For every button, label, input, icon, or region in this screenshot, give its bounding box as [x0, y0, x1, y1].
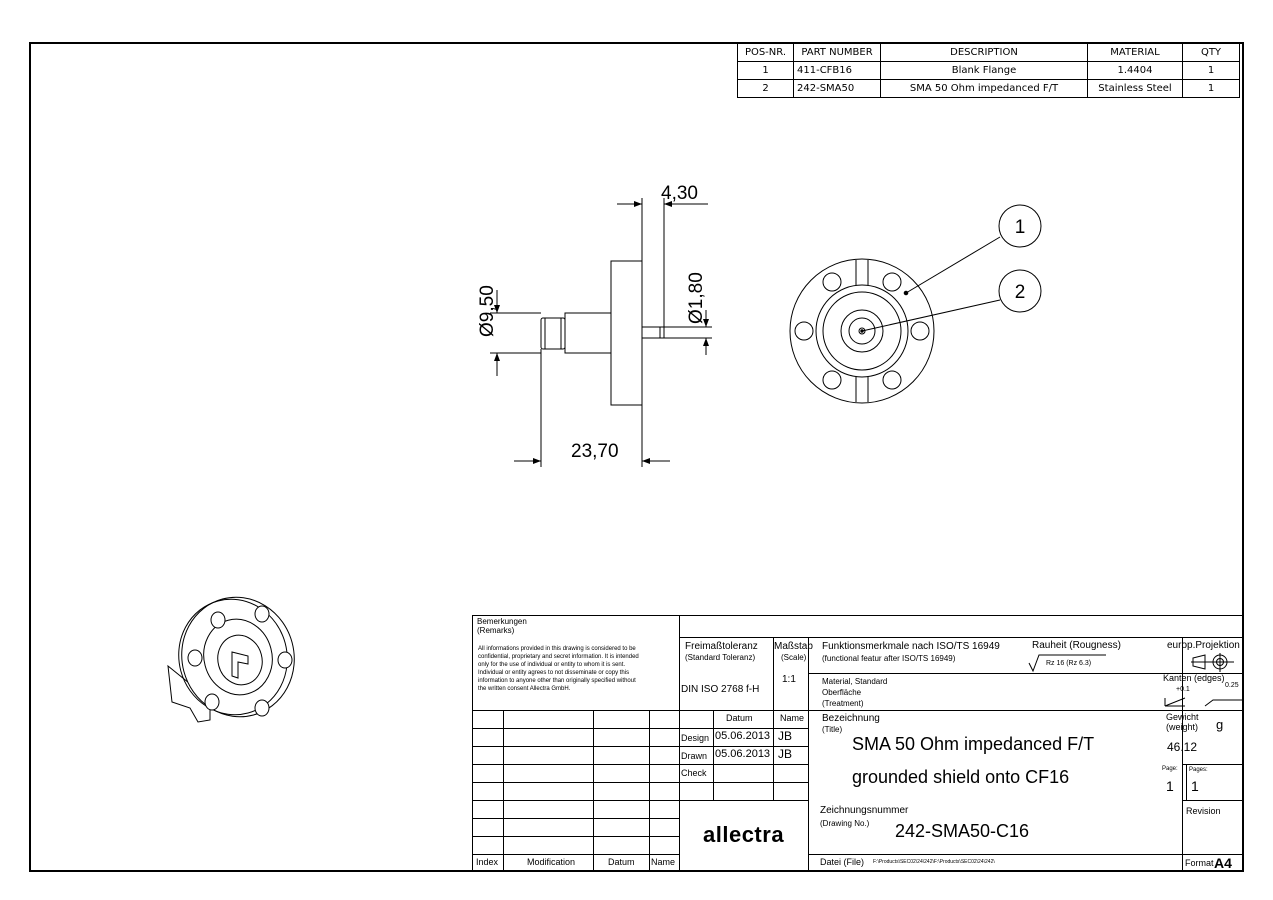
weight-subtitle: (weight): [1166, 722, 1199, 732]
functional-title: Funktionsmerkmale nach ISO/TS 16949: [822, 641, 1000, 652]
scale-title: Maßstab: [774, 641, 813, 652]
projection-symbol-icon: [1191, 653, 1234, 672]
table-header-row: POS-NR. PART NUMBER DESCRIPTION MATERIAL…: [737, 43, 1240, 62]
drawing-number-subtitle: (Drawing No.): [820, 819, 870, 828]
technical-drawing: 4,30 Ø9,50 Ø1,80 23,70 1 2: [477, 183, 1042, 467]
file-label: Datei (File): [820, 857, 865, 867]
format-label: Format: [1185, 858, 1214, 868]
revision-label: Revision: [1186, 806, 1221, 816]
drawing-number-label: Zeichnungsnummer: [820, 805, 909, 816]
disclaimer-line: only for the use of individual or entity…: [478, 662, 626, 668]
disclaimer-line: confidential, proprietary and secret inf…: [478, 654, 639, 660]
design-date: 05.06.2013: [715, 730, 771, 742]
pages-label: Pages:: [1189, 767, 1208, 773]
weight-value: 46.12: [1167, 740, 1198, 754]
datum-label: Datum: [608, 857, 635, 867]
treatment-label: (Treatment): [822, 699, 864, 708]
cell: 242-SMA50: [793, 79, 881, 98]
projection-label: europ.Projektion: [1167, 640, 1240, 651]
tolerance-subtitle: (Standard Toleranz): [685, 653, 756, 662]
tolerance-value: DIN ISO 2768 f-H: [681, 684, 760, 695]
file-path: F:\Products\SEC02\24\242\F:\Products\SEC…: [873, 859, 995, 865]
material-label: Material, Standard: [822, 677, 888, 686]
scale-subtitle: (Scale): [781, 653, 807, 662]
edge-tol-b: 0.25: [1225, 682, 1239, 689]
page-label: Page:: [1162, 766, 1178, 772]
datum-header: Datum: [726, 713, 753, 723]
balloon-2: 2: [1015, 282, 1026, 303]
check-label: Check: [681, 768, 707, 778]
design-name: JB: [778, 729, 793, 743]
design-label: Design: [681, 733, 710, 743]
page-value: 1: [1166, 778, 1174, 794]
cell: 1: [1182, 79, 1240, 98]
side-view: [490, 198, 712, 467]
dim-23-70: 23,70: [571, 441, 619, 462]
parts-list-table: POS-NR. PART NUMBER DESCRIPTION MATERIAL…: [737, 43, 1240, 98]
edges-label: Kanten (edges): [1163, 673, 1225, 683]
disclaimer-line: the written consent Allectra GmbH.: [478, 686, 571, 692]
dim-4-30: 4,30: [661, 183, 698, 204]
disclaimer-line: All informations provided in this drawin…: [478, 646, 636, 652]
title-subtitle: (Title): [822, 725, 843, 734]
drawn-label: Drawn: [681, 751, 708, 761]
allectra-logo: allectra: [703, 822, 785, 847]
functional-subtitle: (functional featur after ISO/TS 16949): [822, 654, 956, 663]
drawn-name: JB: [778, 747, 793, 761]
pages-value: 1: [1191, 778, 1199, 794]
tolerance-title: Freimaßtoleranz: [685, 641, 758, 652]
drawing-title-line1: SMA 50 Ohm impedanced F/T: [852, 734, 1095, 754]
drawing-number-value: 242-SMA50-C16: [895, 821, 1030, 841]
table-row: 2 242-SMA50 SMA 50 Ohm impedanced F/T St…: [737, 79, 1240, 98]
title-label: Bezeichnung: [822, 713, 880, 724]
surface-label: Oberfläche: [822, 688, 862, 697]
isometric-view: [167, 596, 295, 723]
drawing-title-line2: grounded shield onto CF16: [852, 767, 1070, 787]
roughness-value: Rz 16 (Rz 6.3): [1046, 660, 1092, 667]
front-view: [789, 204, 1042, 404]
dim-dia-9-50: Ø9,50: [477, 285, 498, 337]
index-label: Index: [476, 857, 499, 867]
modification-label: Modification: [527, 857, 576, 867]
scale-value: 1:1: [782, 674, 796, 685]
dim-dia-1-80: Ø1,80: [686, 272, 707, 324]
weight-label: Gewicht: [1166, 712, 1199, 722]
edge-tol-a: +0.1: [1176, 686, 1190, 693]
name-label: Name: [651, 857, 676, 867]
roughness-title: Rauheit (Rougness): [1032, 640, 1121, 651]
cell: Stainless Steel: [1087, 79, 1183, 98]
roughness-symbol: [1028, 654, 1106, 673]
format-value: A4: [1214, 855, 1232, 871]
cell: 2: [737, 79, 794, 98]
name-header: Name: [780, 713, 805, 723]
remarks-title: Bemerkungen: [477, 617, 527, 626]
edges-symbol-icon: [1164, 697, 1243, 707]
drawn-date: 05.06.2013: [715, 748, 771, 760]
remarks-subtitle: (Remarks): [477, 626, 515, 635]
balloon-1: 1: [1015, 217, 1026, 238]
disclaimer-line: Individual or entity agrees to not disse…: [478, 670, 630, 676]
weight-unit: g: [1216, 717, 1224, 732]
title-block: Bemerkungen (Remarks) All informations p…: [472, 615, 1244, 872]
disclaimer-line: information to anyone other than origina…: [478, 678, 636, 684]
